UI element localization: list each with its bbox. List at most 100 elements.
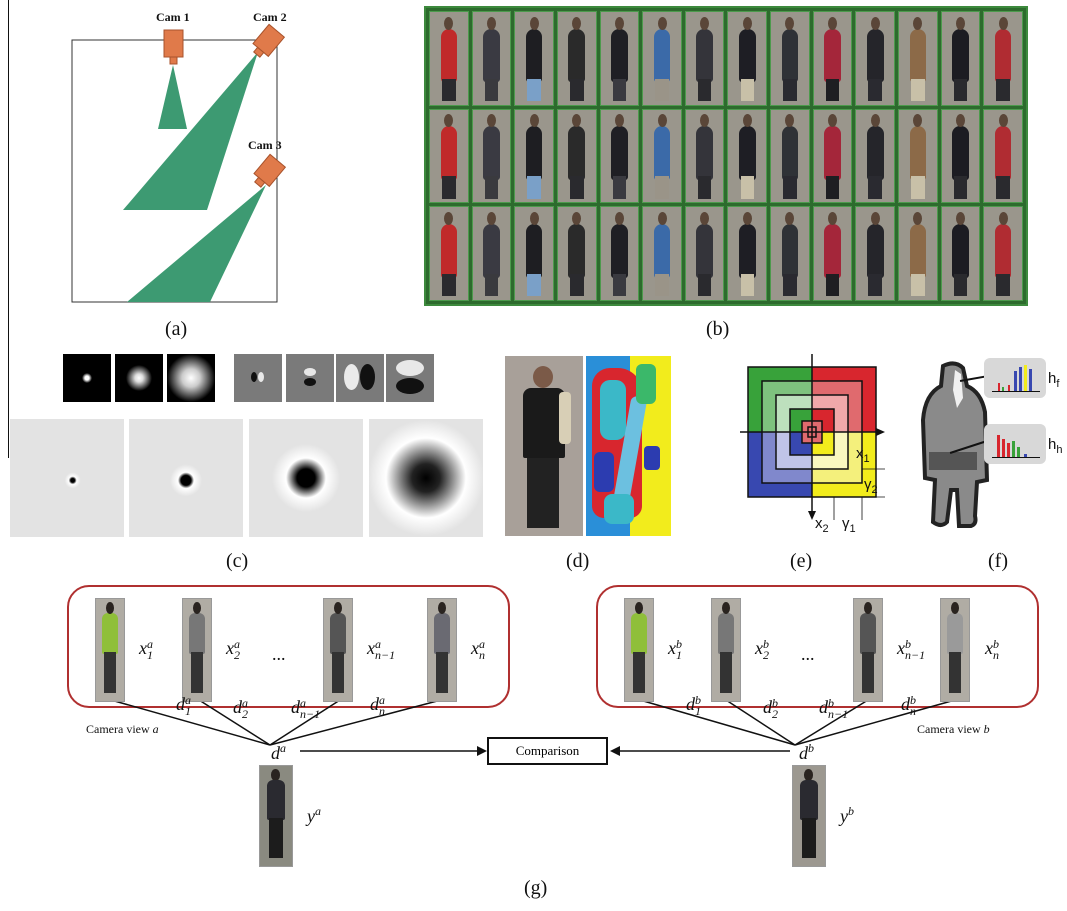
pedestrian-thumbnail [770,11,810,106]
distance-b-label: dbn−1 [819,696,849,721]
probe-yb: yb [840,804,854,826]
arrow-b-to-comparison [610,746,620,756]
probe-ya: ya [307,804,321,826]
caption-f: (f) [988,550,1008,572]
pedestrian-thumbnail [727,11,768,106]
caption-c: (c) [226,550,249,572]
left-margin-rule [8,0,9,458]
camera-view-b-box [596,585,1039,708]
gallery-a-image [323,598,353,702]
log-filter-scale-1 [10,419,124,537]
gallery-a-label: xa2 [226,637,240,662]
gallery-b-image [853,598,883,702]
pedestrian-image-grid [424,6,1028,306]
pedestrian-thumbnail [556,206,597,301]
pedestrian-thumbnail [514,206,554,301]
hh-label: hh [1048,436,1063,456]
pedestrian-thumbnail [642,206,682,301]
pedestrian-thumbnail [429,206,469,301]
comparison-box: Comparison [487,737,608,765]
distance-b-label: db2 [763,696,778,721]
cam3-label: Cam 3 [248,138,282,152]
distance-a-label: dan [370,693,385,718]
person-photo [505,356,583,536]
pedestrian-thumbnail [471,206,512,301]
pedestrian-thumbnail [812,206,853,301]
arrow-a-to-comparison [477,746,487,756]
pedestrian-thumbnail [940,108,981,204]
histogram-hh [984,424,1046,464]
camera-layout-diagram [71,23,287,303]
gallery-b-label: xbn−1 [897,637,926,662]
person-photo-head [533,366,553,388]
gallery-a-label: xan−1 [367,637,396,662]
distance-a-label: da1 [176,693,191,718]
pedestrian-thumbnail [471,108,512,204]
cam3-field-of-view [127,185,266,302]
pedestrian-thumbnail [684,206,725,301]
derivative-filter-2 [286,354,334,402]
pedestrian-thumbnail [556,108,597,204]
pedestrian-thumbnail [983,11,1023,106]
pedestrian-thumbnail [812,108,853,204]
ellipsis-b: ... [801,644,815,664]
cam2-field-of-view [123,52,258,210]
gallery-b-image [624,598,654,702]
gallery-b-label: xb2 [755,637,769,662]
axis-x1-label: x1 [856,445,870,465]
pedestrian-thumbnail [940,206,981,301]
person-photo-legs [527,458,559,528]
pedestrian-thumbnail [983,108,1023,204]
gallery-a-image [427,598,457,702]
silhouette-body [920,361,990,528]
distance-a-label: dan−1 [291,696,321,721]
gallery-b-image [711,598,741,702]
axis-x2-label: x2 [815,515,829,535]
pedestrian-thumbnail [684,11,725,106]
ellipsis-a: ... [272,644,286,664]
silhouette-belt [929,452,977,470]
camera-view-a-label: Camera view a [86,722,159,736]
pedestrian-thumbnail [642,11,682,106]
gallery-b-image [940,598,970,702]
cam2-lens [253,46,265,58]
segmentation-map [586,356,671,536]
camera-view-a-box [67,585,510,708]
pedestrian-thumbnail [556,11,597,106]
probe-image-a [259,765,293,867]
caption-e: (e) [790,550,813,572]
distance-b-label: db1 [686,693,701,718]
gamma1-label: γ1 [842,515,856,535]
pedestrian-thumbnail [770,206,810,301]
pedestrian-thumbnail [429,108,469,204]
distance-a-label: da2 [233,696,248,721]
pedestrian-thumbnail [514,11,554,106]
pedestrian-thumbnail [727,108,768,204]
gallery-a-image [95,598,125,702]
pedestrian-thumbnail [471,11,512,106]
caption-d: (d) [566,550,590,572]
pedestrian-thumbnail [727,206,768,301]
gallery-b-label: xb1 [668,637,682,662]
probe-image-b [792,765,826,867]
pedestrian-thumbnail [599,11,640,106]
cam2-body-group [252,23,286,58]
x2-axis-arrowhead [808,511,816,520]
log-filter-scale-4 [369,419,483,537]
log-filter-scale-3 [249,419,363,537]
pedestrian-thumbnail [898,11,938,106]
pedestrian-thumbnail [770,108,810,204]
pedestrian-thumbnail [812,11,853,106]
aggregate-da: da [271,741,286,763]
pedestrian-thumbnail [855,11,896,106]
distance-b-label: dbn [901,693,916,718]
pedestrian-thumbnail [940,11,981,106]
gallery-a-label: xan [471,637,485,662]
cam1-lens [169,56,178,65]
aggregate-db: db [799,741,814,763]
derivative-filter-4 [386,354,434,402]
gallery-a-label: xa1 [139,637,153,662]
cam2-label: Cam 2 [253,10,287,24]
pedestrian-thumbnail [642,108,682,204]
